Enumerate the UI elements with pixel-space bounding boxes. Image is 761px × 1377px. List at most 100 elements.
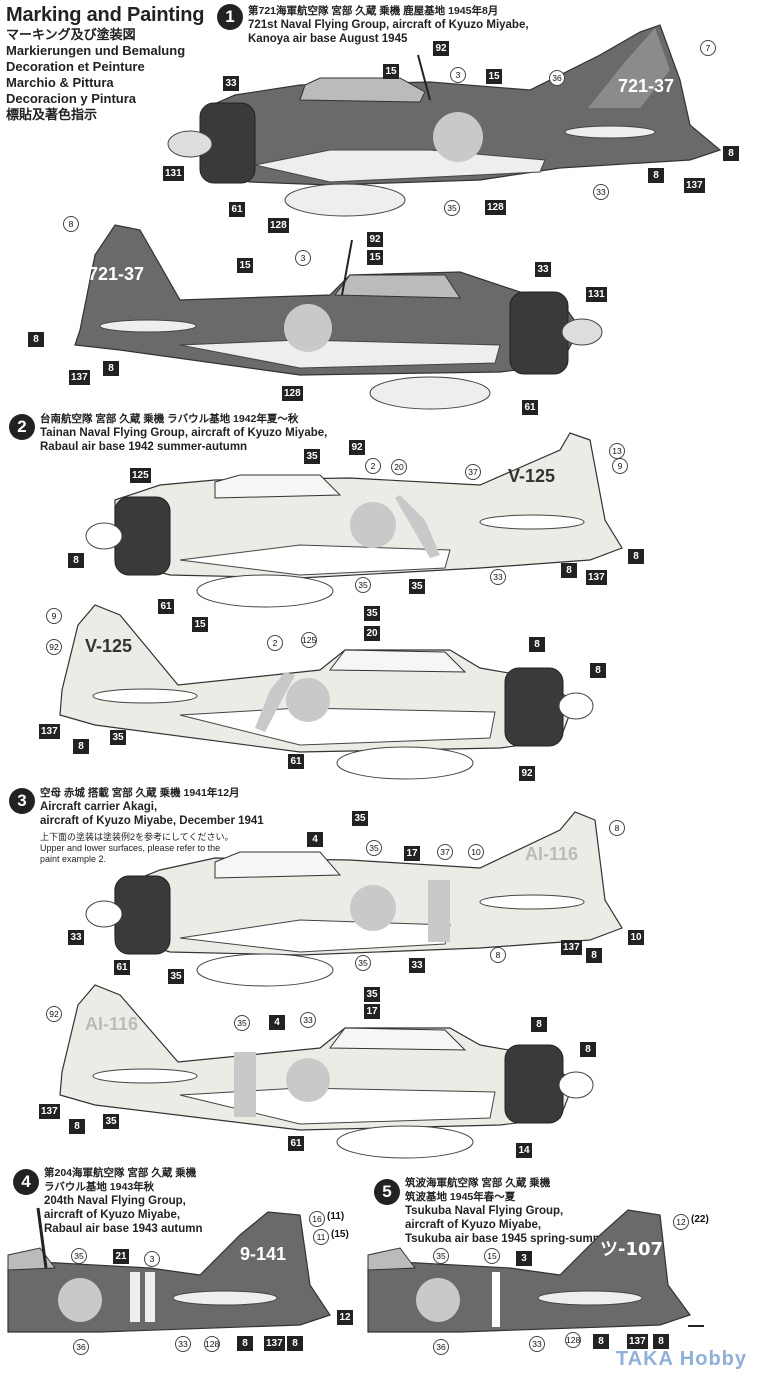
callout-35: 35 [355, 955, 371, 971]
profile-2-right [59, 604, 594, 780]
callout-128: 8 [593, 1334, 609, 1349]
callout-8: 137 [264, 1336, 285, 1351]
callout-35: 17 [404, 846, 420, 861]
callout-8: 8 [723, 146, 739, 161]
callout-35: 36 [73, 1339, 89, 1355]
callout-137: 8 [287, 1336, 303, 1351]
profile-4-partial [7, 1207, 331, 1333]
header-line: Markierungen und Bemalung [6, 43, 186, 58]
scheme-caption-5: 筑波海軍航空隊 宮部 久蔵 乗機 筑波基地 1945年春～夏 Tsukuba N… [405, 1177, 614, 1245]
callout-35: 17 [364, 1004, 380, 1019]
scheme-caption-3: 空母 赤城 搭載 宮部 久蔵 乗機 1941年12月 Aircraft carr… [40, 787, 264, 827]
callout-137: 8 [73, 739, 89, 754]
callout-16-paren: (11) [327, 1211, 345, 1222]
callout-137: 8 [653, 1334, 669, 1349]
scheme-3-note: 上下面の塗装は塗装例2を参考にしてください。 Upper and lower s… [40, 832, 234, 864]
callout-36: 33 [529, 1336, 545, 1352]
callout-92: 92 [433, 41, 449, 56]
callout-92: 92 [367, 232, 383, 247]
callout-2: 125 [301, 632, 317, 648]
callout-14: 16 [309, 1211, 325, 1227]
callout-3: 3 [450, 67, 466, 83]
callout-8: 137 [561, 940, 582, 955]
callout-128: 128 [268, 218, 289, 233]
callout-9: 92 [46, 639, 62, 655]
callout-8: 8 [63, 216, 79, 232]
callout-9: 9 [612, 458, 628, 474]
callout-33: 33 [223, 76, 239, 91]
scheme-caption-2: 台南航空隊 宮部 久蔵 乗機 ラバウル基地 1942年夏～秋 Tainan Na… [40, 413, 328, 453]
header-line: 標貼及著色指示 [6, 107, 98, 122]
callout-8: 137 [39, 724, 60, 739]
callout-8 [688, 1325, 704, 1327]
callout-4: 33 [300, 1012, 316, 1028]
callout-11: 11 [313, 1229, 329, 1245]
callout-33: 8 [531, 1017, 547, 1032]
callout-8: 137 [39, 1104, 60, 1119]
callout-33: 61 [114, 960, 130, 975]
page-title: Marking and Painting [6, 4, 205, 26]
callout-8: 35 [110, 730, 126, 745]
callout-137: 8 [69, 1119, 85, 1134]
callout-8: 10 [628, 930, 644, 945]
tail-code-4: 9-141 [240, 1244, 286, 1264]
header-line: Decoracion y Pintura [6, 91, 137, 106]
callout-33: 128 [204, 1336, 220, 1352]
callout-3: 3 [295, 250, 311, 266]
callout-33: 33 [490, 569, 506, 585]
callout-3: 35 [71, 1248, 87, 1264]
callout-137: 137 [586, 570, 607, 585]
callout-35: 15 [192, 617, 208, 632]
callout-36: 36 [549, 70, 565, 86]
callout-137: 8 [586, 948, 602, 963]
callout-92: 35 [352, 811, 368, 826]
tail-code-2b: V-125 [85, 636, 132, 656]
callout-21: 3 [144, 1251, 160, 1267]
callout-131: 131 [163, 166, 184, 181]
callout-8: 12 [337, 1310, 353, 1325]
scheme-number-4: 4 [13, 1169, 39, 1195]
callout-137: 137 [684, 178, 705, 193]
callout-4: 35 [366, 840, 382, 856]
callout-20: 20 [391, 459, 407, 475]
callout-33: 8 [490, 947, 506, 963]
callout-11-paren: (15) [331, 1229, 349, 1240]
profile-1-left [167, 24, 722, 217]
callout-15: 3 [516, 1251, 532, 1266]
callout-128: 128 [485, 200, 506, 215]
callout-10: 92 [46, 1006, 62, 1022]
header-line: Marchio & Pittura [6, 75, 114, 90]
callout-35: 35 [304, 449, 320, 464]
callout-35: 33 [409, 958, 425, 973]
callout-61: 61 [522, 400, 538, 415]
callout-10: 8 [609, 820, 625, 836]
callout-36: 33 [175, 1336, 191, 1352]
callout-15: 9 [46, 608, 62, 624]
callout-37: 10 [468, 844, 484, 860]
callout-128: 128 [282, 386, 303, 401]
callout-15: 15 [383, 64, 399, 79]
callout-35: 20 [364, 626, 380, 641]
profile-3-left [85, 811, 623, 987]
callout-12-paren: (22) [691, 1214, 709, 1225]
tail-code-3a: AI-116 [525, 844, 578, 864]
callout-35: 35 [355, 577, 371, 593]
callout-61: 35 [168, 969, 184, 984]
tail-code-5: ツ-107 [600, 1239, 663, 1260]
profile-2-left [85, 432, 623, 608]
tail-code-1b: 721-37 [88, 264, 144, 284]
profile-3-right [59, 984, 594, 1159]
scheme-number-1: 1 [217, 4, 243, 30]
callout-92: 35 [364, 987, 380, 1002]
callout-35: 61 [288, 754, 304, 769]
callout-8: 8 [28, 332, 44, 347]
callout-33: 33 [593, 184, 609, 200]
callout-33: 128 [565, 1332, 581, 1348]
callout-61: 61 [229, 202, 245, 217]
profile-5-partial [367, 1209, 691, 1333]
callout-61: 61 [158, 599, 174, 614]
callout-20: 2 [267, 635, 283, 651]
profile-1-right [74, 224, 603, 410]
callout-8: 8 [590, 663, 606, 678]
